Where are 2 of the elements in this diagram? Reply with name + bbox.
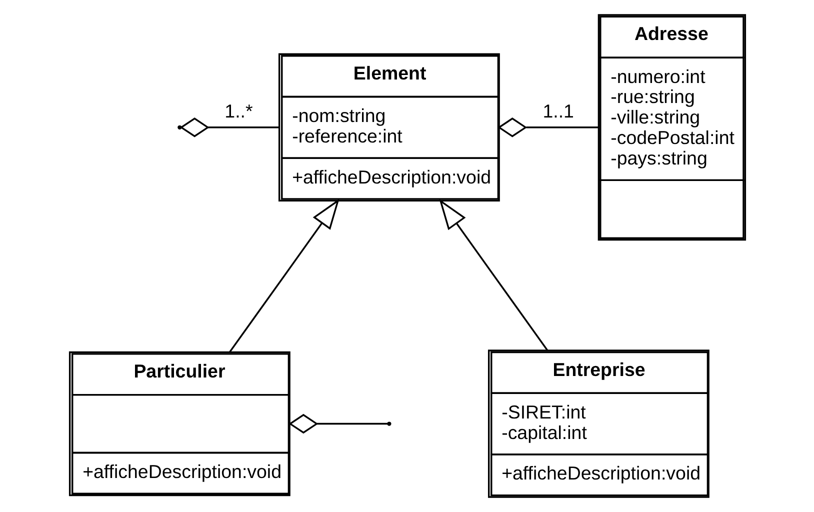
edge-label: 1..* <box>224 100 252 122</box>
edge-label: 1..1 <box>542 100 574 122</box>
